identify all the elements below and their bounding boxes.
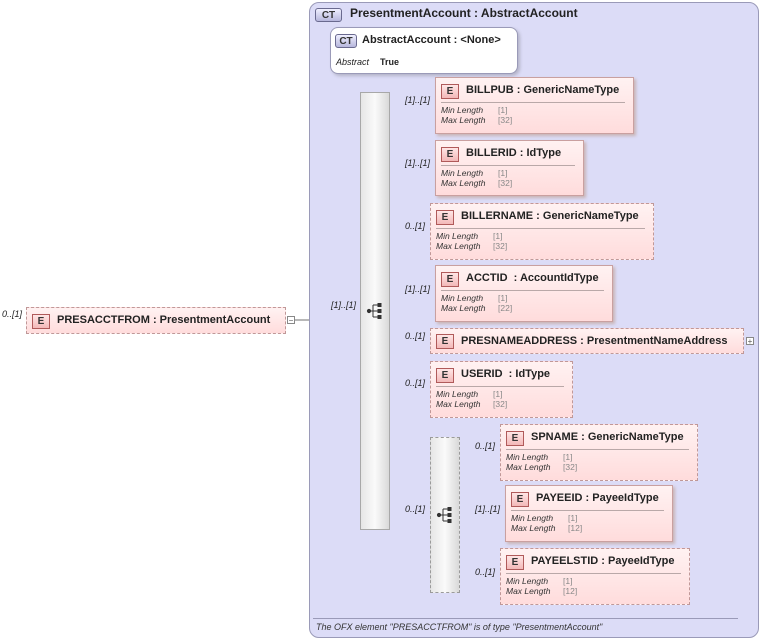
max-length-label: Max Length <box>441 303 486 313</box>
min-length-value: [1] <box>493 389 503 399</box>
element-billername[interactable]: E BILLERNAME : GenericNameType Min Lengt… <box>430 203 654 260</box>
divider <box>441 102 625 103</box>
element-payeeid[interactable]: E PAYEEID : PayeeIdType Min Length [1] M… <box>505 485 673 542</box>
element-spname[interactable]: E SPNAME : GenericNameType Min Length [1… <box>500 424 698 481</box>
element-cardinality: 0..[1] <box>475 567 496 577</box>
min-length-value: [1] <box>563 576 573 586</box>
abstract-prop-key: Abstract <box>336 57 370 67</box>
min-length-value: [1] <box>493 231 503 241</box>
element-icon: E <box>436 210 454 225</box>
element-presnameaddress[interactable]: E PRESNAMEADDRESS : PresentmentNameAddre… <box>430 328 744 354</box>
min-length-label: Min Length <box>436 231 479 241</box>
element-icon: E <box>436 368 454 383</box>
min-length-label: Min Length <box>511 513 554 523</box>
max-length-label: Max Length <box>441 115 486 125</box>
element-billerid[interactable]: E BILLERID : IdType Min Length [1] Max L… <box>435 140 584 196</box>
element-cardinality: [1]..[1] <box>475 504 501 514</box>
divider <box>436 386 564 387</box>
element-name: BILLPUB : GenericNameType <box>466 84 620 96</box>
max-length-label: Max Length <box>506 462 551 472</box>
max-length-label: Max Length <box>436 399 481 409</box>
root-cardinality: 0..[1] <box>2 309 23 319</box>
sequence-cardinality: [1]..[1] <box>331 300 357 310</box>
footer-note: The OFX element "PRESACCTFROM" is of typ… <box>316 622 603 632</box>
complex-type-icon: CT <box>315 8 342 22</box>
element-cardinality: [1]..[1] <box>405 95 431 105</box>
min-length-label: Min Length <box>436 389 479 399</box>
element-icon: E <box>441 147 459 162</box>
max-length-label: Max Length <box>506 586 551 596</box>
min-length-value: [1] <box>498 105 508 115</box>
element-cardinality: 0..[1] <box>475 441 496 451</box>
min-length-label: Min Length <box>441 293 484 303</box>
root-element-name: PRESACCTFROM : PresentmentAccount <box>57 314 271 326</box>
element-name: PAYEEID : PayeeIdType <box>536 492 659 504</box>
element-name: PRESNAMEADDRESS : PresentmentNameAddress <box>461 335 728 347</box>
min-length-value: [1] <box>498 168 508 178</box>
element-name: BILLERID : IdType <box>466 147 562 159</box>
element-payeelstid[interactable]: E PAYEELSTID : PayeeIdType Min Length [1… <box>500 548 690 605</box>
expand-icon[interactable]: + <box>746 337 754 346</box>
max-length-value: [32] <box>493 399 508 409</box>
abstract-type-abstractaccount[interactable]: CT AbstractAccount : <None> Abstract Tru… <box>330 27 518 74</box>
element-userid[interactable]: E USERID : IdType Min Length [1] Max Len… <box>430 361 573 418</box>
element-name: USERID : IdType <box>461 368 551 380</box>
max-length-value: [12] <box>568 523 583 533</box>
root-element-presacctfrom[interactable]: E PRESACCTFROM : PresentmentAccount <box>26 307 286 334</box>
min-length-label: Min Length <box>441 168 484 178</box>
divider <box>441 290 604 291</box>
min-length-value: [1] <box>498 293 508 303</box>
complex-type-icon: CT <box>335 34 357 48</box>
divider <box>441 165 575 166</box>
element-icon: E <box>436 334 454 349</box>
element-billpub[interactable]: E BILLPUB : GenericNameType Min Length [… <box>435 77 634 134</box>
element-acctid[interactable]: E ACCTID : AccountIdType Min Length [1] … <box>435 265 613 322</box>
min-length-label: Min Length <box>506 452 549 462</box>
element-name: PAYEELSTID : PayeeIdType <box>531 555 675 567</box>
element-name: ACCTID : AccountIdType <box>466 272 599 284</box>
element-cardinality: 0..[1] <box>405 378 426 388</box>
min-length-label: Min Length <box>506 576 549 586</box>
abstract-prop-value: True <box>380 57 400 67</box>
divider <box>506 449 689 450</box>
abstract-type-title: AbstractAccount : <None> <box>362 34 501 46</box>
element-icon: E <box>506 555 524 570</box>
footer-divider <box>313 618 738 619</box>
max-length-value: [32] <box>563 462 578 472</box>
divider <box>506 573 681 574</box>
collapse-icon[interactable]: − <box>287 316 295 325</box>
max-length-label: Max Length <box>511 523 556 533</box>
max-length-value: [32] <box>498 115 513 125</box>
max-length-value: [32] <box>493 241 508 251</box>
element-cardinality: [1]..[1] <box>405 284 431 294</box>
divider <box>436 228 645 229</box>
min-length-value: [1] <box>563 452 573 462</box>
max-length-value: [12] <box>563 586 578 596</box>
element-icon: E <box>511 492 529 507</box>
max-length-label: Max Length <box>436 241 481 251</box>
max-length-value: [22] <box>498 303 513 313</box>
max-length-label: Max Length <box>441 178 486 188</box>
element-cardinality: [1]..[1] <box>405 158 431 168</box>
min-length-value: [1] <box>568 513 578 523</box>
element-icon: E <box>441 84 459 99</box>
element-name: SPNAME : GenericNameType <box>531 431 684 443</box>
sequence-icon <box>366 303 382 319</box>
choice-icon <box>436 507 452 523</box>
divider <box>511 510 664 511</box>
element-icon: E <box>32 314 50 329</box>
max-length-value: [32] <box>498 178 513 188</box>
element-icon: E <box>441 272 459 287</box>
element-cardinality: 0..[1] <box>405 331 426 341</box>
element-icon: E <box>506 431 524 446</box>
element-name: BILLERNAME : GenericNameType <box>461 210 639 222</box>
element-cardinality: 0..[1] <box>405 221 426 231</box>
complex-type-title: PresentmentAccount : AbstractAccount <box>350 6 578 20</box>
choice-cardinality: 0..[1] <box>405 504 426 514</box>
min-length-label: Min Length <box>441 105 484 115</box>
